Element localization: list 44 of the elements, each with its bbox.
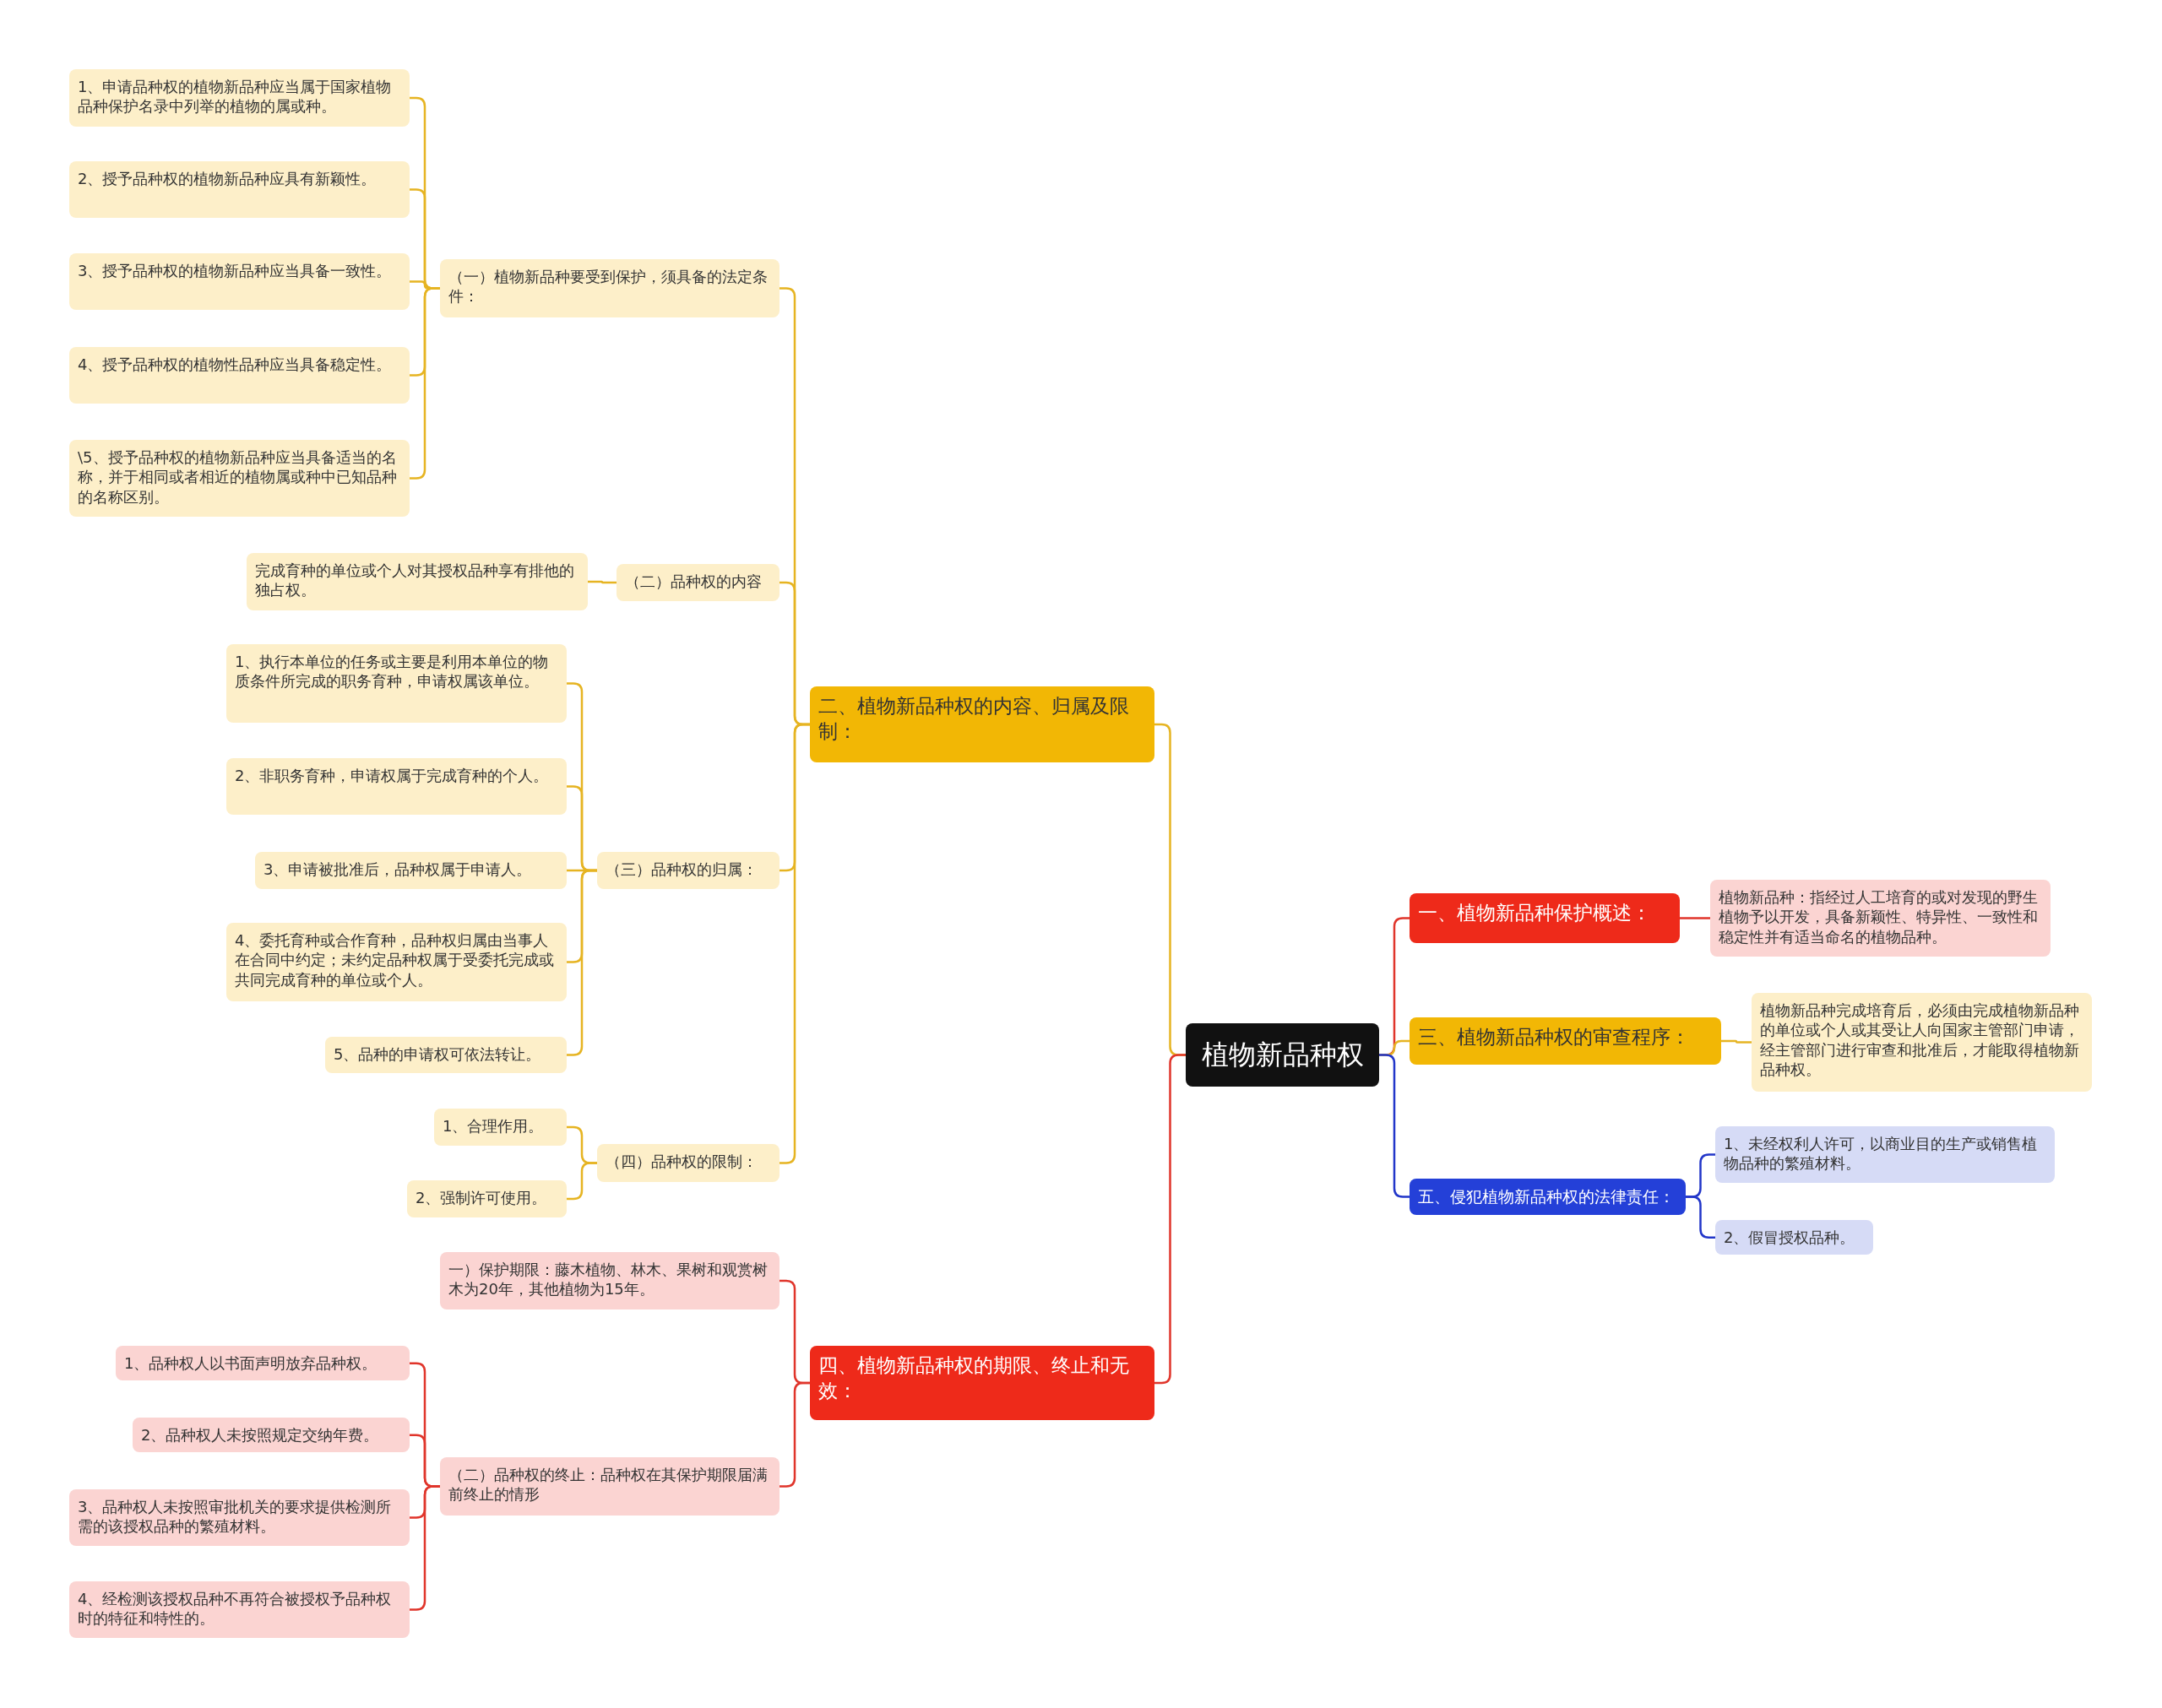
topic-box: 一）保护期限：藤木植物、林木、果树和观赏树木为20年，其他植物为15年。 [440,1252,780,1309]
connector-line [780,1381,810,1488]
topic-box: 4、经检测该授权品种不再符合被授权予品种权时的特征和特性的。 [69,1581,410,1638]
topic-box: 2、品种权人未按照规定交纳年费。 [133,1418,410,1453]
topic-box: 4、授予品种权的植物性品种应当具备稳定性。 [69,347,410,404]
central-topic: 植物新品种权 [1186,1023,1379,1087]
topic-box: 4、委托育种或合作育种，品种权归属由当事人在合同中约定；未约定品种权属于受委托完成或共同完成育种的单位或个人。 [226,923,567,1001]
topic-box: 1、品种权人以书面声明放弃品种权。 [116,1346,410,1381]
topic-box: 2、授予品种权的植物新品种应具有新颖性。 [69,161,410,218]
connector-line [1680,917,1710,919]
branch-topic: 三、植物新品种权的审查程序： [1410,1017,1721,1065]
branch-topic: 四、植物新品种权的期限、终止和无效： [810,1346,1154,1420]
topic-box: 1、合理作用。 [434,1109,567,1146]
topic-box: （二）品种权的内容 [617,564,780,601]
topic-box: 植物新品种完成培育后，必须由完成植物新品种的单位或个人或其受让人向国家主管部门申请，经主管部门进行审查和批准后，才能取得植物新品种权。 [1752,993,2092,1092]
connector-line [567,1162,597,1201]
topic-box: （四）品种权的限制： [597,1144,780,1182]
connector-line [410,1485,440,1611]
connector-line [1721,1039,1752,1044]
topic-box: 2、非职务育种，申请权属于完成育种的个人。 [226,758,567,815]
topic-box: 1、未经权利人许可，以商业目的生产或销售植物品种的繁殖材料。 [1715,1126,2055,1183]
branch-topic: 二、植物新品种权的内容、归属及限制： [810,686,1154,762]
topic-box: （二）品种权的终止：品种权在其保护期限届满前终止的情形 [440,1457,780,1516]
topic-box: 完成育种的单位或个人对其授权品种享有排他的独占权。 [247,553,588,610]
topic-box: 3、授予品种权的植物新品种应当具备一致性。 [69,253,410,310]
topic-box: 5、品种的申请权可依法转让。 [325,1037,567,1073]
topic-box: 植物新品种：指经过人工培育的或对发现的野生植物予以开发，具备新颖性、特异性、一致性和稳定性并有适当命名的植物品种。 [1710,880,2051,957]
topic-box: \5、授予品种权的植物新品种应当具备适当的名称，并于相同或者相近的植物属或种中已知品种的名称区别。 [69,440,410,517]
topic-box: 2、强制许可使用。 [407,1180,567,1217]
connector-line [1379,1054,1410,1198]
topic-box: （一）植物新品种要受到保护，须具备的法定条件： [440,259,780,317]
topic-box: （三）品种权的归属： [597,852,780,889]
topic-box: 3、品种权人未按照审批机关的要求提供检测所需的该授权品种的繁殖材料。 [69,1489,410,1546]
topic-box: 2、假冒授权品种。 [1715,1220,1873,1255]
connector-line [410,287,440,480]
topic-box: 1、申请品种权的植物新品种应当属于国家植物品种保护名录中列举的植物的属或种。 [69,69,410,127]
topic-box: 3、申请被批准后，品种权属于申请人。 [255,852,567,889]
connector-line [567,869,597,1056]
connector-line [1686,1196,1715,1239]
branch-topic: 五、侵犯植物新品种权的法律责任： [1410,1179,1686,1215]
branch-topic: 一、植物新品种保护概述： [1410,893,1680,943]
connector-line [780,723,810,1164]
topic-box: 1、执行本单位的任务或主要是利用本单位的物质条件所完成的职务育种，申请权属该单位。 [226,644,567,723]
connector-line [588,580,617,584]
